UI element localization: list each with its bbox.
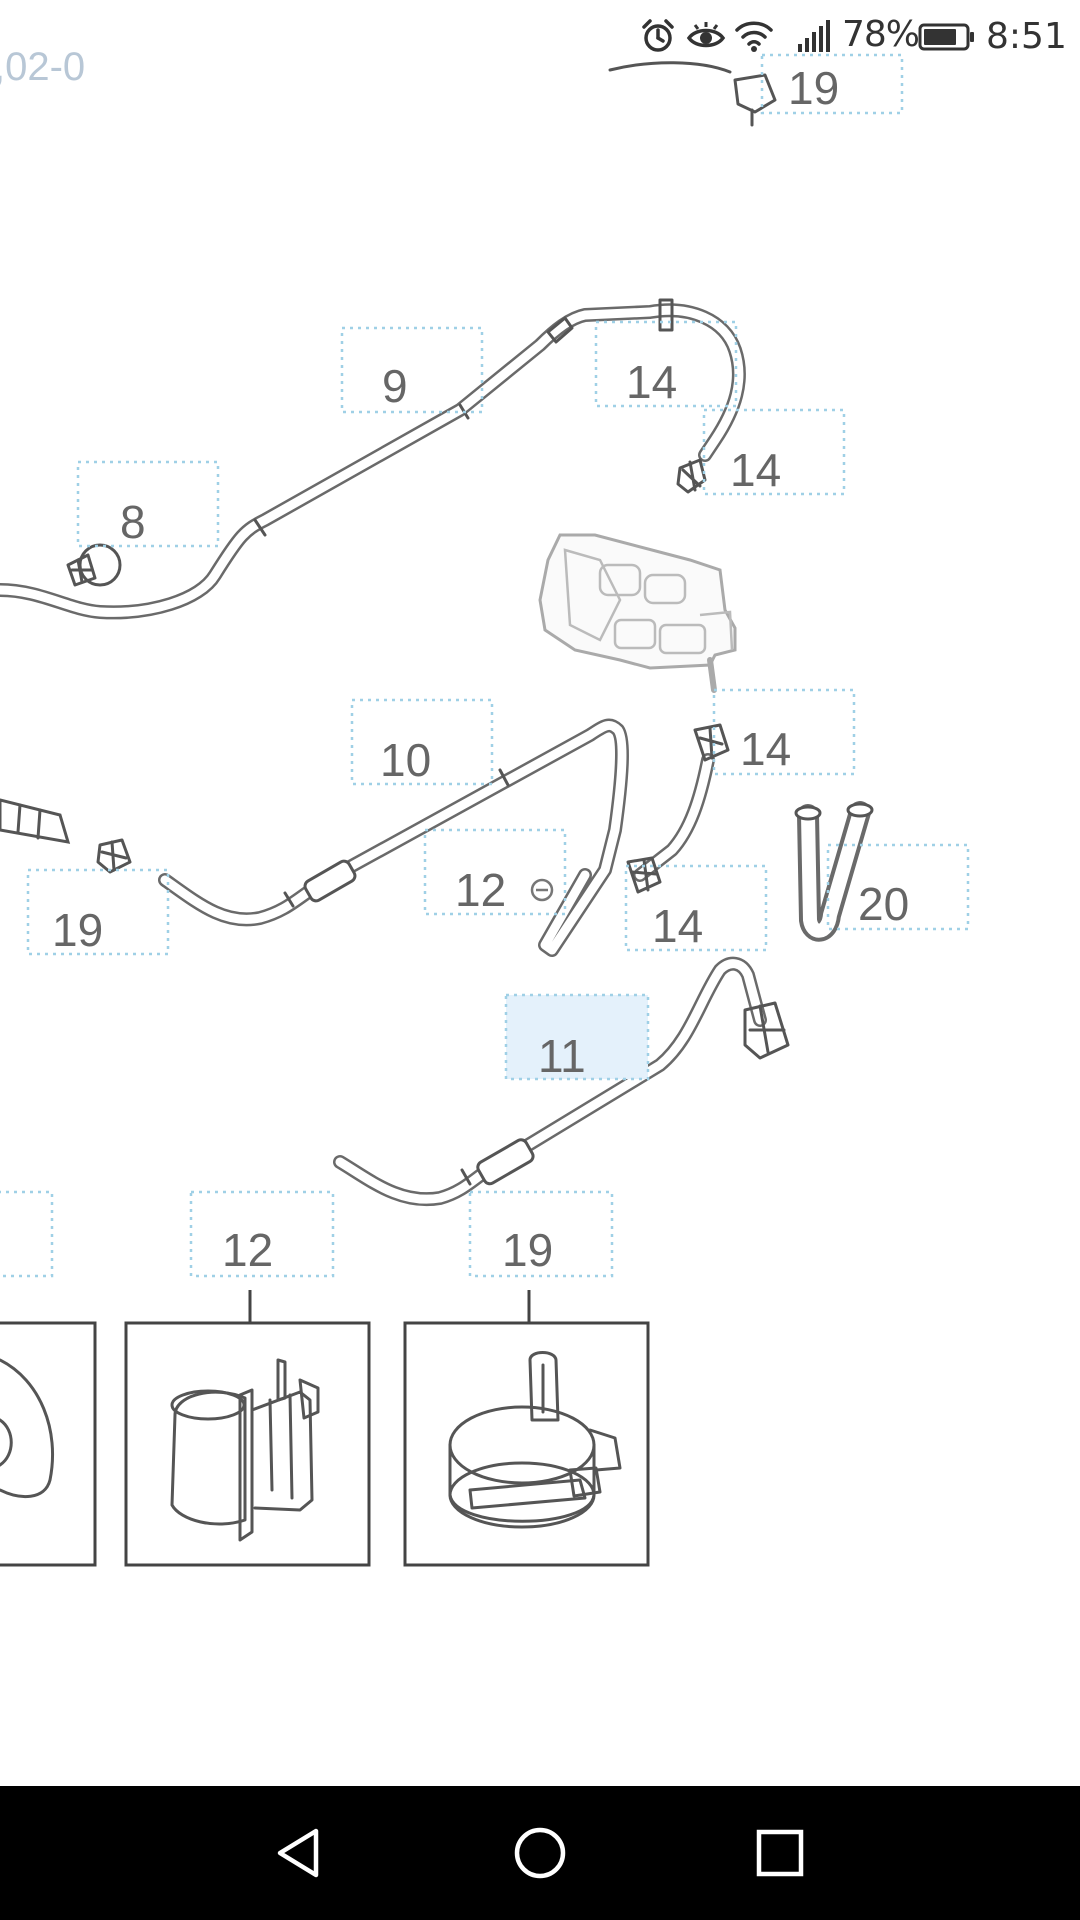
callout-label: 10 — [380, 734, 431, 786]
hose-part-10[interactable] — [158, 718, 629, 957]
callout-19-bottom[interactable]: 19 — [468, 1190, 614, 1278]
recents-square-icon — [756, 1829, 804, 1877]
wifi-icon — [735, 21, 773, 52]
back-button[interactable] — [255, 1808, 345, 1898]
callout-10[interactable]: 10 — [350, 698, 494, 786]
callout-label: 19 — [52, 904, 103, 956]
parts-diagram[interactable]: ,02-0 — [0, 0, 1080, 1786]
callout-label: 9 — [382, 360, 408, 412]
callout-8[interactable]: 8 — [76, 460, 220, 548]
hose-part-11[interactable] — [333, 956, 790, 1207]
hose-end-left[interactable] — [0, 798, 132, 874]
callout-19-left[interactable]: 19 — [26, 868, 170, 956]
callout-11-selected[interactable]: 11 — [504, 993, 650, 1082]
detail-frame-clip-12[interactable] — [124, 1321, 371, 1567]
valve-block[interactable] — [538, 533, 737, 693]
callout-label: 14 — [626, 356, 677, 408]
callout-14-a[interactable]: 14 — [594, 320, 738, 408]
callout-partial-left[interactable] — [0, 1190, 54, 1278]
detail-frame-clamp-19[interactable] — [403, 1321, 650, 1567]
callout-14-d[interactable]: 14 — [624, 864, 768, 952]
diagram-header-fragment: ,02-0 — [0, 45, 85, 89]
clamp-19-illustration — [448, 1351, 622, 1529]
callout-label: 11 — [538, 1030, 586, 1082]
callout-label: 19 — [502, 1224, 553, 1276]
callout-14-b[interactable]: 14 — [702, 408, 846, 496]
recents-button[interactable] — [735, 1808, 825, 1898]
home-circle-icon — [514, 1827, 566, 1879]
battery-percent: 78% — [842, 14, 920, 55]
clip-part-19-top[interactable] — [608, 61, 777, 127]
eye-comfort-icon — [686, 22, 726, 48]
signal-icon — [798, 20, 830, 52]
status-bar: 78% 8:51 — [0, 0, 1080, 72]
clip-glyph-12 — [530, 878, 554, 902]
callout-label: 12 — [455, 864, 506, 916]
callout-19-top[interactable]: 19 — [760, 53, 904, 115]
callout-label: 20 — [858, 878, 909, 930]
battery-icon — [918, 23, 974, 51]
clip-12-illustration — [170, 1358, 320, 1542]
detail-frame-partial[interactable] — [0, 1321, 97, 1567]
callout-9[interactable]: 9 — [340, 326, 484, 414]
callout-label: 12 — [222, 1224, 273, 1276]
callout-14-c[interactable]: 14 — [712, 688, 856, 776]
callout-20[interactable]: 20 — [826, 843, 970, 931]
clip-part-8[interactable] — [66, 543, 122, 587]
callout-12-mid[interactable]: 12 — [423, 828, 567, 916]
home-button[interactable] — [495, 1808, 585, 1898]
back-triangle-icon — [277, 1828, 319, 1878]
callout-12-bottom[interactable]: 12 — [189, 1190, 335, 1278]
navigation-bar — [0, 1786, 1080, 1920]
tube-part-20[interactable] — [794, 801, 874, 942]
callout-label: 8 — [120, 496, 146, 548]
alarm-icon — [642, 19, 674, 52]
clock-time: 8:51 — [986, 16, 1067, 57]
callout-label: 14 — [740, 723, 791, 775]
callout-label: 19 — [788, 62, 839, 114]
callout-label: 14 — [652, 900, 703, 952]
clip-part-14-upper[interactable] — [676, 458, 707, 494]
callout-label: 14 — [730, 444, 781, 496]
